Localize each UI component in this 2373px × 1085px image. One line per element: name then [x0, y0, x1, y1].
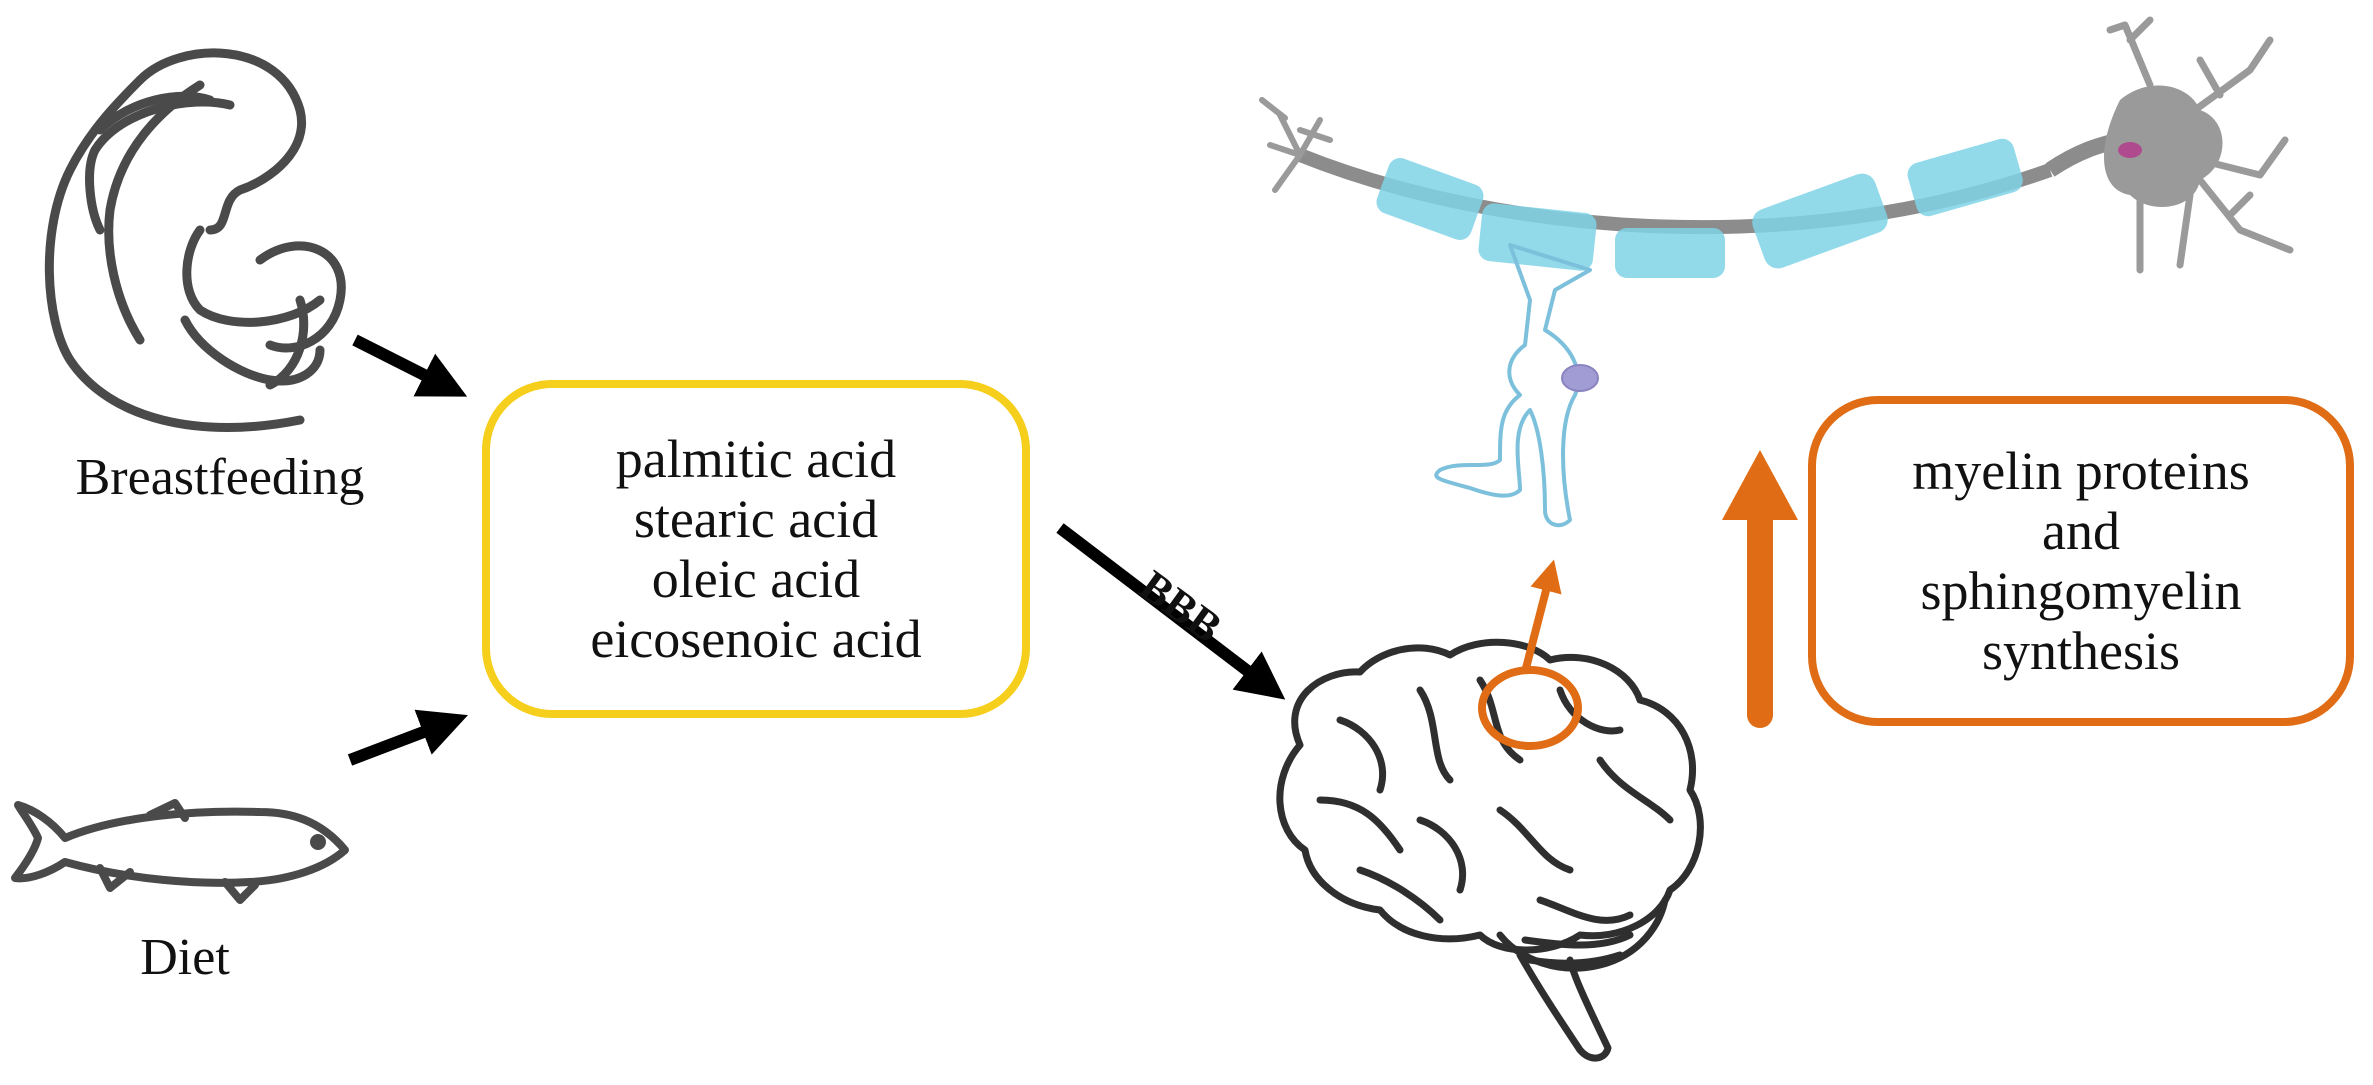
mother-breastfeeding-icon [44, 48, 346, 432]
brain-icon [1276, 638, 1704, 1062]
outcome-line: synthesis [1981, 621, 2181, 681]
fatty-acid-item: palmitic acid [615, 429, 897, 489]
diet-arrow [347, 709, 468, 766]
outcome-line: and [2042, 501, 2120, 561]
fatty-acid-item: stearic acid [633, 489, 879, 549]
bbb-arrow [1056, 523, 1286, 700]
outcome-line: sphingomyelin [1920, 561, 2242, 621]
synthesis-increase-arrowhead [1722, 450, 1798, 520]
outcome-line: myelin proteins [1912, 441, 2250, 501]
myelin-synthesis-box: myelin proteins and sphingomyelin synthe… [1808, 396, 2354, 726]
fatty-acids-box: palmitic acid stearic acid oleic acid ei… [482, 380, 1030, 718]
fatty-acid-item: oleic acid [651, 549, 861, 609]
breastfeeding-label: Breastfeeding [75, 449, 365, 506]
neuron-icon [1259, 16, 2294, 278]
oligodendrocyte-icon [1434, 243, 1599, 528]
fatty-acid-item: eicosenoic acid [590, 609, 922, 669]
fish-icon [11, 799, 349, 904]
brain-region-highlight [1478, 666, 1582, 750]
brain-to-oligo-arrow [1521, 559, 1562, 673]
diet-label: Diet [140, 929, 230, 986]
breastfeeding-arrow [352, 334, 468, 397]
